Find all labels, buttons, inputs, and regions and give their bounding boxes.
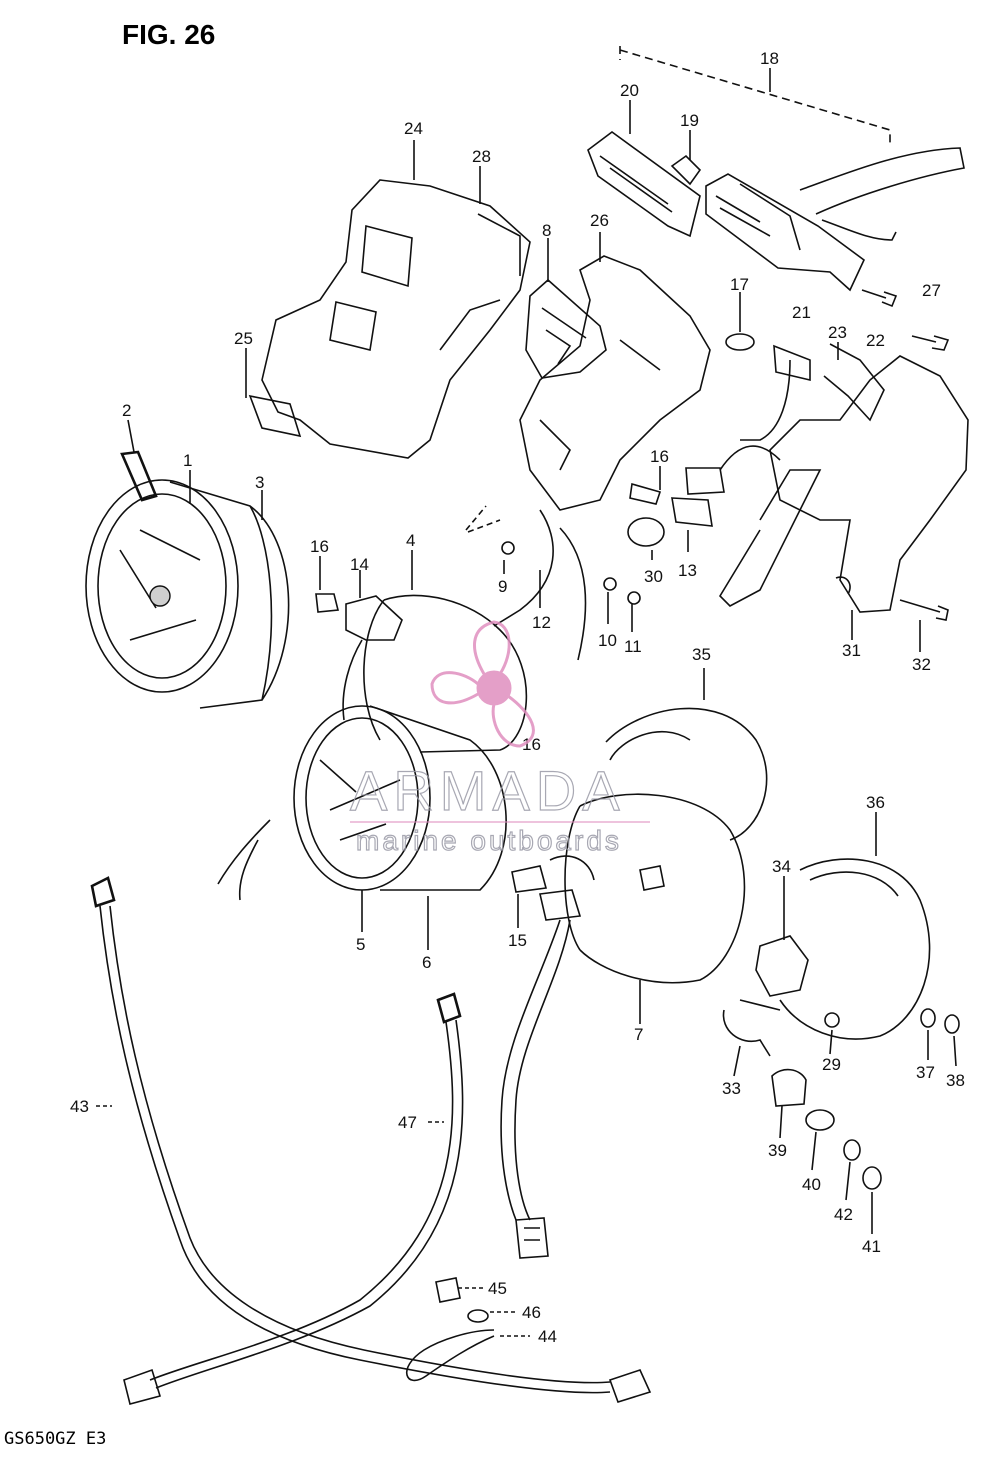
callout-37: 37 (916, 1063, 935, 1082)
wire-lead-12 (465, 505, 641, 661)
speedometer-cable-43 (90, 876, 652, 1403)
bulb-socket-34 (722, 935, 809, 1057)
callout-9: 9 (498, 577, 507, 596)
callout-18: 18 (760, 49, 779, 68)
callout-38: 38 (946, 1071, 965, 1090)
callout-14: 14 (350, 555, 369, 574)
callout-11: 11 (624, 637, 642, 656)
callout-32: 32 (912, 655, 931, 674)
mount-hardware (771, 1008, 960, 1190)
callout-2: 2 (122, 401, 131, 420)
meter-cover-24 (248, 179, 531, 459)
callout-28: 28 (472, 147, 491, 166)
callout-30: 30 (644, 567, 663, 586)
callout-4: 4 (406, 531, 415, 550)
headlight-rim-36 (779, 858, 931, 1040)
callout-1: 1 (183, 451, 192, 470)
callout-46: 46 (522, 1303, 541, 1322)
callout-34: 34 (772, 857, 791, 876)
callout-21: 21 (792, 303, 811, 322)
tachometer-5 (217, 705, 507, 901)
callout-33: 33 (722, 1079, 741, 1098)
callout-16a: 16 (310, 537, 329, 556)
meter-bracket-26 (519, 255, 711, 511)
callout-20: 20 (620, 81, 639, 100)
callout-27: 27 (922, 281, 941, 300)
callout-39: 39 (768, 1141, 787, 1160)
callout-25: 25 (234, 329, 253, 348)
callout-3: 3 (255, 473, 264, 492)
speedometer-1 (85, 450, 290, 709)
callout-16b: 16 (650, 447, 669, 466)
switch-assembly-18 (587, 46, 965, 351)
callout-10: 10 (598, 631, 617, 650)
figure-title: FIG. 26 (122, 19, 215, 50)
leader-lines (96, 100, 957, 1337)
callout-5: 5 (356, 935, 365, 954)
callout-22: 22 (866, 331, 885, 350)
cable-hardware (406, 1277, 495, 1382)
callout-6: 6 (422, 953, 431, 972)
callout-16c: 16 (522, 735, 541, 754)
callout-8: 8 (542, 221, 551, 240)
headlight-housing-7 (564, 793, 746, 984)
indicator-plate-8 (525, 278, 607, 379)
callout-40: 40 (802, 1175, 821, 1194)
callout-26: 26 (590, 211, 609, 230)
callout-42: 42 (834, 1205, 853, 1224)
callout-41: 41 (862, 1237, 881, 1256)
lower-bracket-31 (718, 343, 969, 621)
watermark-tagline: marine outboards (356, 825, 622, 856)
callout-12: 12 (532, 613, 551, 632)
callout-17: 17 (730, 275, 749, 294)
callout-13: 13 (678, 561, 697, 580)
callout-35: 35 (692, 645, 711, 664)
callout-29: 29 (822, 1055, 841, 1074)
callout-45: 45 (488, 1279, 507, 1298)
callout-labels: 1 2 3 4 5 6 7 8 9 10 11 12 13 14 15 16 1… (70, 49, 965, 1346)
meter-socket-14 (315, 593, 403, 721)
callout-19: 19 (680, 111, 699, 130)
socket-harness-15 (500, 855, 595, 1259)
indicator-sockets (627, 333, 811, 547)
watermark-brand: ARMADA (350, 759, 626, 822)
callout-31: 31 (842, 641, 861, 660)
callout-24: 24 (404, 119, 423, 138)
model-code: GS650GZ E3 (4, 1429, 106, 1449)
callout-15: 15 (508, 931, 527, 950)
callout-44: 44 (538, 1327, 557, 1346)
callout-23: 23 (828, 323, 847, 342)
headlight-housing-35 (605, 707, 768, 841)
propeller-logo-icon (430, 620, 535, 748)
meter-case-4 (363, 594, 528, 753)
callout-7: 7 (634, 1025, 643, 1044)
callout-43: 43 (70, 1097, 89, 1116)
callout-36: 36 (866, 793, 885, 812)
tachometer-cable-47 (123, 992, 464, 1405)
callout-47: 47 (398, 1113, 417, 1132)
watermark: ARMADA marine outboards (349, 620, 650, 857)
